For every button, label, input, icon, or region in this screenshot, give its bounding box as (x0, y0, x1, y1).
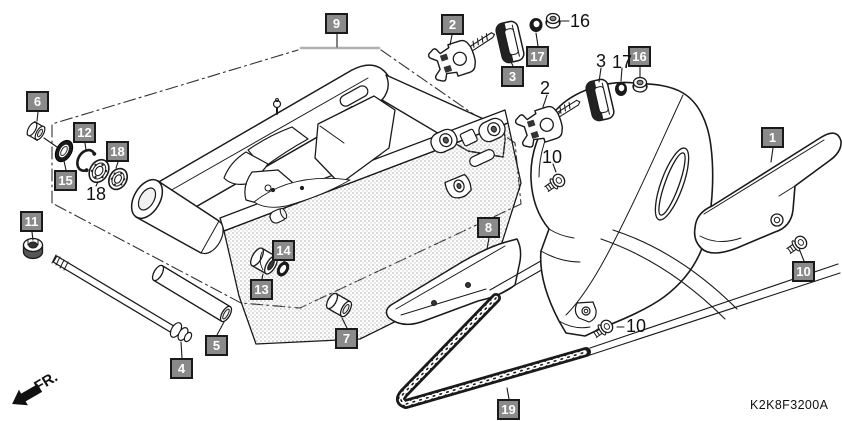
chain-case-collar (325, 292, 353, 318)
pivot-bolt (51, 254, 193, 343)
callout-box-8[interactable]: 8 (477, 217, 500, 238)
front-direction-arrow: FR. (12, 368, 61, 406)
flange-bolt-b (592, 319, 614, 338)
callout-text-10-a: 10 (542, 147, 563, 167)
callout-box-17[interactable]: 17 (526, 46, 549, 67)
chain-path-curves (586, 229, 841, 357)
side-dust-seal (276, 261, 290, 277)
diagram-code: K2K8F3200A (750, 398, 829, 412)
pivot-dust-seal (54, 139, 74, 163)
adjuster-cap-a (495, 20, 525, 64)
callout-box-6[interactable]: 6 (26, 91, 49, 112)
callout-box-10[interactable]: 10 (792, 261, 815, 282)
washer-a (529, 18, 543, 32)
callout-text-3: 3 (596, 51, 607, 71)
pivot-bearing-a (88, 158, 110, 184)
callout-box-2[interactable]: 2 (441, 14, 464, 35)
flange-bolt-a (544, 173, 566, 192)
pivot-tube (130, 178, 224, 255)
chain-slider (385, 238, 522, 326)
callout-box-12[interactable]: 12 (73, 122, 96, 143)
callout-box-1[interactable]: 1 (761, 127, 784, 148)
callout-box-11[interactable]: 11 (20, 211, 43, 232)
chain-adjuster-b (514, 99, 581, 148)
snap-ring (76, 148, 97, 173)
rear-fender (530, 81, 714, 337)
callout-box-19[interactable]: 19 (497, 399, 520, 420)
washer-b (615, 82, 627, 96)
chain-guard (693, 132, 842, 254)
callout-text-18: 18 (86, 184, 107, 204)
drive-chain (396, 293, 591, 409)
callout-box-4[interactable]: 4 (170, 358, 193, 379)
callout-box-18[interactable]: 18 (106, 141, 129, 162)
callout-text-17: 17 (612, 52, 633, 72)
adjuster-cap-b (585, 78, 615, 122)
pivot-distance-collar (151, 264, 233, 323)
leader-lines (31, 20, 805, 400)
pivot-nut (22, 237, 44, 260)
nut-a (545, 12, 561, 29)
callout-box-9[interactable]: 9 (325, 13, 348, 34)
callout-box-15[interactable]: 15 (54, 170, 77, 191)
callout-box-14[interactable]: 14 (272, 240, 295, 261)
pivot-bushing (26, 121, 46, 141)
flange-bolt-c (786, 235, 808, 254)
callout-box-3[interactable]: 3 (501, 66, 524, 87)
callout-box-7[interactable]: 7 (335, 328, 358, 349)
callout-text-16: 16 (570, 11, 591, 31)
chain-adjuster-a (427, 32, 496, 82)
pivot-bearing-b (108, 167, 128, 191)
callout-box-16[interactable]: 16 (628, 46, 651, 67)
callout-text-2: 2 (540, 78, 551, 98)
callout-text-10-b: 10 (626, 316, 647, 336)
nut-b (632, 76, 648, 93)
callout-box-5[interactable]: 5 (205, 335, 228, 356)
callout-box-13[interactable]: 13 (250, 279, 273, 300)
